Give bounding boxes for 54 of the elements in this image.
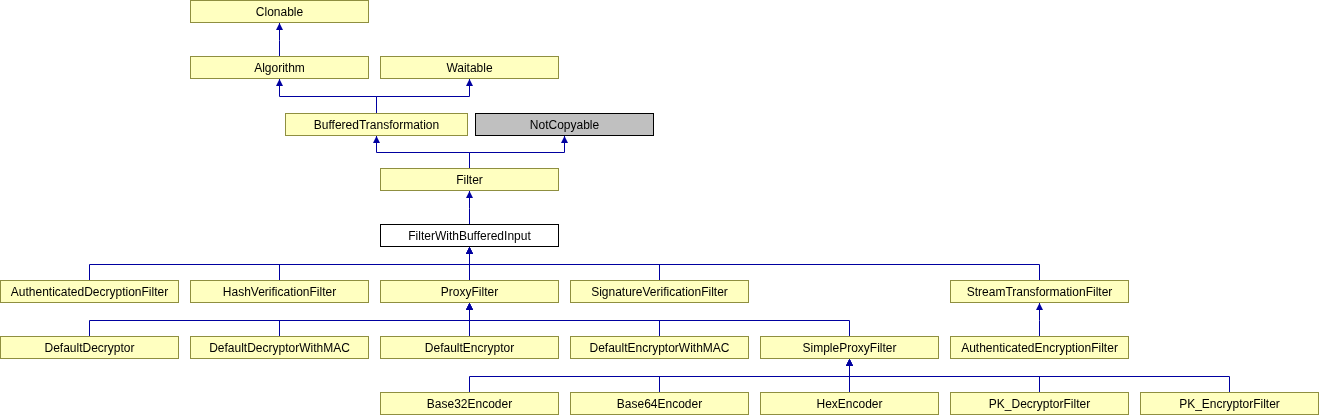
inheritance-arrow xyxy=(376,78,473,114)
class-name: BufferedTransformation xyxy=(313,117,440,132)
class-name: HexEncoder xyxy=(816,396,883,411)
class-box xyxy=(0,280,179,303)
class-name: StreamTransformationFilter xyxy=(966,284,1113,299)
class-name: DefaultDecryptor xyxy=(44,340,135,355)
class-name: NotCopyable xyxy=(529,117,600,132)
class-name: SimpleProxyFilter xyxy=(802,340,897,355)
class-box xyxy=(380,392,559,415)
class-name: Filter xyxy=(456,172,483,187)
class-box xyxy=(760,336,939,359)
class-name: DefaultEncryptor xyxy=(424,340,515,355)
class-box xyxy=(570,280,749,303)
class-name: AuthenticatedDecryptionFilter xyxy=(10,284,169,299)
class-name: SignatureVerificationFilter xyxy=(591,284,728,299)
class-box xyxy=(950,392,1129,415)
inheritance-arrow xyxy=(469,135,568,169)
class-box xyxy=(380,168,559,191)
class-name: DefaultEncryptorWithMAC xyxy=(589,340,730,355)
class-name: Base64Encoder xyxy=(616,396,703,411)
class-box xyxy=(0,336,179,359)
class-box xyxy=(380,56,559,79)
class-box xyxy=(570,336,749,359)
class-box xyxy=(190,0,369,23)
class-name: PK_DecryptorFilter xyxy=(988,396,1091,411)
class-name: DefaultDecryptorWithMAC xyxy=(209,340,350,355)
class-box xyxy=(380,280,559,303)
class-box xyxy=(380,224,559,247)
inheritance-arrow xyxy=(846,358,1230,393)
class-box xyxy=(760,392,939,415)
class-box xyxy=(190,280,369,303)
abstract-class-box xyxy=(475,113,654,136)
class-box xyxy=(570,392,749,415)
class-name: HashVerificationFilter xyxy=(222,284,337,299)
class-name: Clonable xyxy=(255,4,304,19)
inheritance-arrow xyxy=(276,22,283,57)
class-box xyxy=(190,56,369,79)
inheritance-arrow xyxy=(466,246,1040,281)
class-box xyxy=(285,113,468,136)
inheritance-arrow xyxy=(466,302,850,337)
class-box xyxy=(380,336,559,359)
class-box xyxy=(950,280,1129,303)
inheritance-arrow xyxy=(1036,302,1043,337)
class-name: Waitable xyxy=(446,60,493,75)
class-name: ProxyFilter xyxy=(440,284,499,299)
class-box xyxy=(190,336,369,359)
class-box xyxy=(950,336,1129,359)
class-box xyxy=(1140,392,1319,415)
inheritance-arrow xyxy=(466,190,473,225)
class-name: FilterWithBufferedInput xyxy=(408,228,531,243)
class-name: Base32Encoder xyxy=(426,396,513,411)
class-name: AuthenticatedEncryptionFilter xyxy=(961,340,1118,355)
class-name: PK_EncryptorFilter xyxy=(1179,396,1280,411)
class-name: Algorithm xyxy=(254,60,305,75)
